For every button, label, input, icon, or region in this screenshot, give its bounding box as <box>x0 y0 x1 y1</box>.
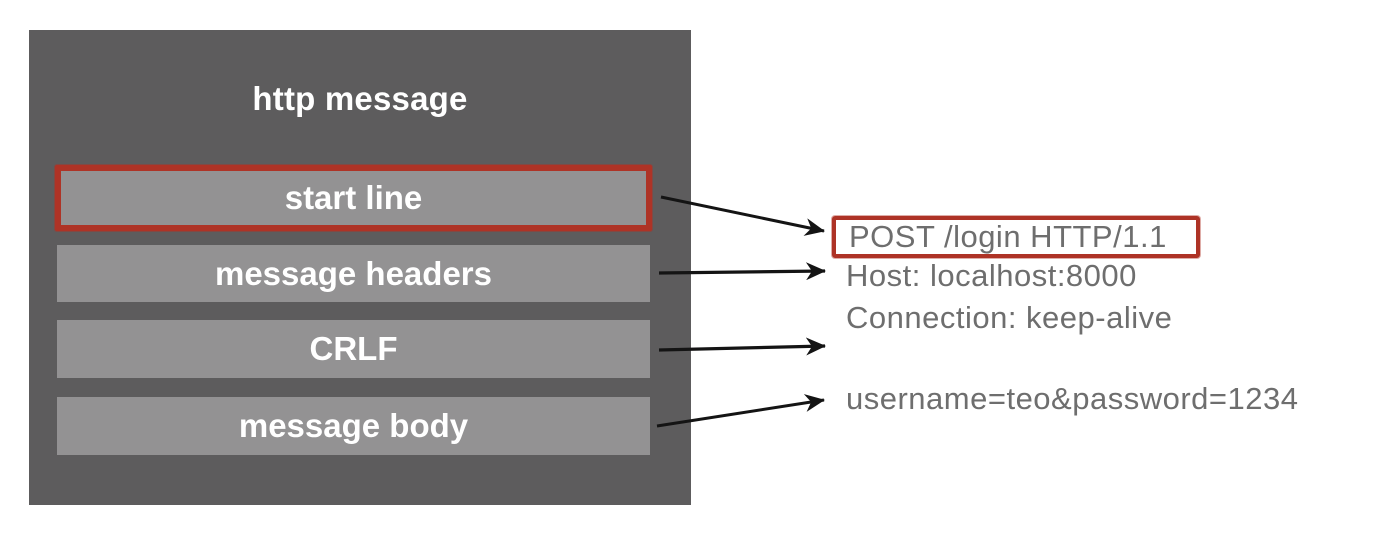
section-start-line-label: start line <box>284 179 423 216</box>
annotation-start-line-text: POST /login HTTP/1.1 <box>849 219 1167 254</box>
panel-title: http message <box>252 80 468 117</box>
section-message-body: message body <box>57 397 650 455</box>
section-start-line: start line <box>55 165 652 231</box>
annotation-start-line-box: POST /login HTTP/1.1 <box>832 216 1200 258</box>
section-message-headers: message headers <box>57 245 650 302</box>
section-crlf: CRLF <box>57 320 650 378</box>
section-message-body-label: message body <box>238 407 469 444</box>
section-crlf-label: CRLF <box>309 330 398 367</box>
annotation-header-connection: Connection: keep-alive <box>846 300 1173 335</box>
section-message-headers-label: message headers <box>214 254 492 292</box>
annotation-header-host: Host: localhost:8000 <box>846 258 1137 293</box>
http-message-panel: http message start line message headers … <box>29 30 691 505</box>
annotation-body-text: username=teo&password=1234 <box>846 381 1299 416</box>
